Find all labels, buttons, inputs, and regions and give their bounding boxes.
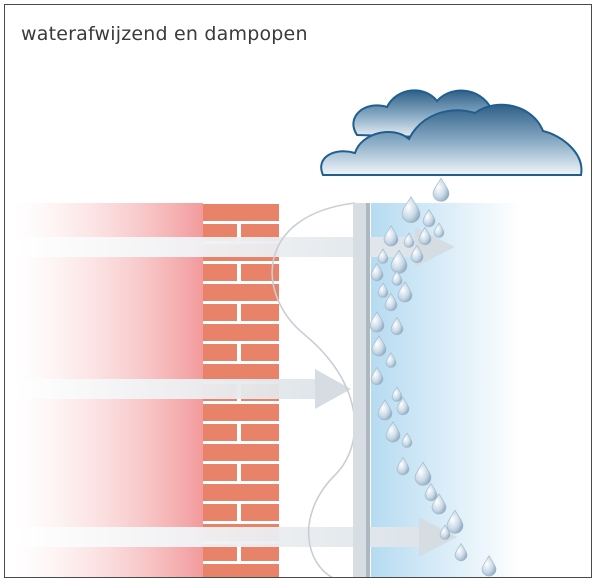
water-drop-icon xyxy=(410,244,424,264)
cavity-wave-line xyxy=(271,202,356,577)
water-drop-icon xyxy=(369,311,385,333)
water-drop-icon xyxy=(385,421,401,443)
water-drop-icon xyxy=(370,366,384,386)
water-drop-icon xyxy=(431,493,447,515)
water-drop-icon xyxy=(401,196,421,223)
rain-drops xyxy=(369,177,497,577)
water-drop-icon xyxy=(391,386,403,402)
water-drop-icon xyxy=(377,399,393,421)
water-drop-icon xyxy=(401,432,413,448)
water-drop-icon xyxy=(446,509,464,534)
water-drop-icon xyxy=(391,270,403,286)
water-drop-icon xyxy=(422,208,436,228)
water-drop-icon xyxy=(424,482,438,502)
water-drop-icon xyxy=(396,456,410,476)
water-drop-icon xyxy=(370,262,384,282)
water-drop-icon xyxy=(403,232,415,248)
water-drop-icon xyxy=(439,524,451,540)
membrane-face xyxy=(366,203,370,577)
wall-diagram xyxy=(15,89,583,577)
water-drop-icon xyxy=(377,248,389,264)
membrane-layer xyxy=(353,203,367,577)
water-drop-icon xyxy=(371,335,387,357)
water-drop-icon xyxy=(397,281,413,303)
water-drop-icon xyxy=(390,316,404,336)
water-drop-icon xyxy=(390,249,408,274)
water-drop-icon xyxy=(385,352,397,368)
rain-cloud-icon xyxy=(320,89,583,176)
water-drop-icon xyxy=(383,225,399,247)
water-drop-icon xyxy=(481,555,497,577)
diagram-frame: waterafwijzend en dampopen xyxy=(4,4,592,578)
water-drop-icon xyxy=(396,396,410,416)
water-drop-icon xyxy=(432,177,450,202)
water-drop-icon xyxy=(454,542,468,562)
vapor-arrow-icon xyxy=(15,369,351,409)
vapor-arrow-icon xyxy=(15,517,457,557)
water-drop-icon xyxy=(377,282,389,298)
water-drop-icon xyxy=(414,461,432,486)
water-drop-icon xyxy=(418,226,432,246)
diagram-title: waterafwijzend en dampopen xyxy=(21,23,308,45)
water-drop-icon xyxy=(384,292,398,312)
water-drop-icon xyxy=(433,222,445,238)
